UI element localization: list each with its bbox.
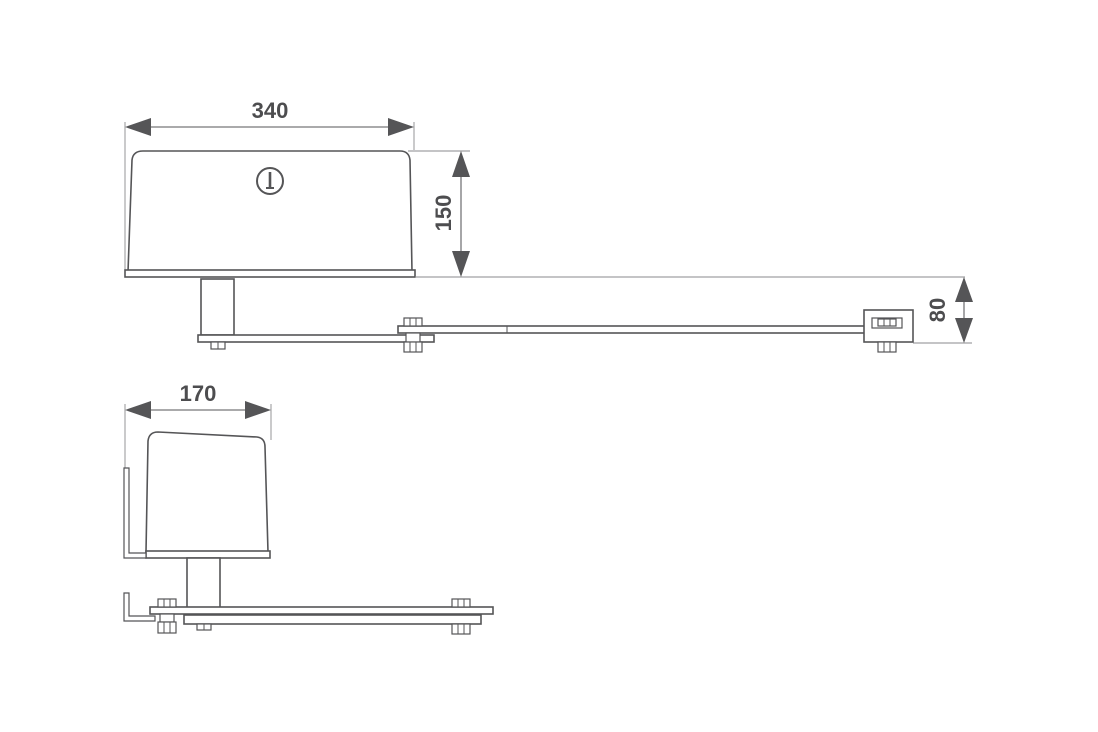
- top-view: 340 150: [124, 98, 973, 353]
- side-upper-plate: [149, 606, 494, 615]
- dimension-label-80: 80: [925, 298, 950, 322]
- arm-end-bracket: [863, 309, 914, 353]
- wall-bracket-upper: [123, 467, 147, 559]
- output-shaft-side: [186, 557, 221, 609]
- side-view: 170: [123, 381, 494, 635]
- dimension-label-340: 340: [252, 98, 289, 123]
- side-lower-plate: [183, 614, 482, 625]
- side-right-bolt: [451, 598, 471, 635]
- motor-housing: [127, 150, 413, 273]
- dimension-label-170: 170: [180, 381, 217, 406]
- dimension-340: 340: [124, 98, 415, 270]
- arm-pivot-bolt: [403, 317, 423, 353]
- dimension-label-150: 150: [431, 195, 456, 232]
- housing-side-base: [145, 550, 271, 559]
- dimension-170: 170: [124, 381, 272, 470]
- housing-base-plate: [124, 269, 416, 278]
- lever-arm: [397, 325, 909, 334]
- output-shaft: [200, 278, 235, 336]
- side-left-bolt: [157, 598, 177, 634]
- wall-bracket-lower: [123, 592, 156, 622]
- mounting-plate: [197, 334, 435, 343]
- motor-housing-side: [145, 431, 269, 553]
- dimension-80: 80: [913, 277, 973, 344]
- dimension-150: 150: [408, 150, 965, 278]
- power-symbol-icon: [256, 167, 284, 195]
